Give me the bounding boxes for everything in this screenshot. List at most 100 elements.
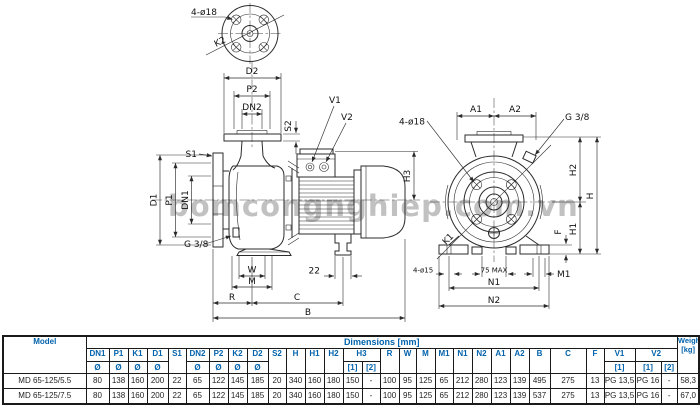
value-cell: 100 <box>379 388 400 404</box>
v1-label: V1 <box>329 96 341 106</box>
header-cell: H3 <box>342 348 381 362</box>
value-cell: PG 16 <box>634 373 662 389</box>
header-sub-cell: Ø <box>85 361 110 374</box>
header-cell: H1 <box>304 348 325 374</box>
header-cell: A2 <box>509 348 530 374</box>
value-cell: 145 <box>227 373 248 389</box>
value-cell: 65 <box>434 373 454 389</box>
value-cell: 160 <box>127 388 148 404</box>
value-cell: 275 <box>549 373 587 389</box>
table-row: MD 65-125/7.5 80 138 160 200 22 65 122 1… <box>2 388 700 404</box>
front-holes15-label: 4-ø15 <box>413 267 433 275</box>
value-cell: 495 <box>528 373 551 389</box>
dimensions-header: Dimensions [mm] <box>85 335 678 349</box>
technical-drawing: 4-ø18 K2 bomcongnghiep.com.vn G 3/8 <box>150 3 601 322</box>
header-cell: P2 <box>208 348 229 362</box>
header-cell: V1 <box>603 348 636 362</box>
f-label: F <box>554 229 564 234</box>
header-sub-cell: Ø <box>108 361 129 374</box>
value-cell: - <box>361 388 381 404</box>
g38-label-front: G 3/8 <box>565 113 590 123</box>
value-cell: PG 13,5 <box>603 388 636 404</box>
d2-label: D2 <box>246 67 259 77</box>
value-cell: 80 <box>85 373 110 389</box>
header-cell: H2 <box>323 348 344 374</box>
header-cell: S1 <box>167 348 187 374</box>
header-sub-cell: Ø <box>146 361 169 374</box>
header-sub-cell: Ø <box>246 361 269 374</box>
value-cell: 139 <box>509 373 530 389</box>
value-cell: 160 <box>304 373 325 389</box>
value-cell: 160 <box>304 388 325 404</box>
value-cell: 139 <box>509 388 530 404</box>
header-cell: H <box>285 348 306 374</box>
header-sub-cell: [2] <box>660 361 678 374</box>
n1-label: N1 <box>488 278 500 288</box>
pump-side-view: G 3/8 D1 P1 DN1 S1 <box>150 62 420 322</box>
header-cell: M1 <box>434 348 454 374</box>
h-label: H <box>586 193 596 200</box>
value-cell: 125 <box>415 388 436 404</box>
h3-label: H3 <box>403 170 413 183</box>
header-cell: K1 <box>127 348 148 362</box>
header-cell: V2 <box>634 348 678 362</box>
value-cell: 65 <box>434 388 454 404</box>
value-cell: PG 16 <box>634 388 662 404</box>
value-cell: 20 <box>267 373 287 389</box>
value-cell: 138 <box>108 388 129 404</box>
pump-front-view: K1 G 3/8 4-ø18 <box>399 98 601 309</box>
header-sub-cell: [2] <box>361 361 381 374</box>
flange-holes-label: 4-ø18 <box>191 8 217 18</box>
value-cell: 138 <box>108 373 129 389</box>
value-cell: 212 <box>452 388 473 404</box>
flange-detail-view: 4-ø18 K2 <box>191 3 285 64</box>
header-cell: D2 <box>246 348 269 362</box>
table-row: MD 65-125/5.5 80 138 160 200 22 65 122 1… <box>2 373 700 389</box>
weight-header-line2: [kg] <box>681 344 696 354</box>
dim-22-label: 22 <box>309 267 320 277</box>
header-cell: S2 <box>267 348 287 374</box>
header-cell: D1 <box>146 348 169 362</box>
header-sub-cell: Ø <box>227 361 248 374</box>
value-cell: 20 <box>267 388 287 404</box>
model-cell: MD 65-125/5.5 <box>2 373 87 389</box>
value-cell: 13 <box>585 373 605 389</box>
max75-label: 75 MAX <box>481 267 508 275</box>
header-cell: F <box>585 348 605 374</box>
dn1-label: DN1 <box>181 190 191 209</box>
value-cell: 95 <box>398 373 417 389</box>
value-cell: 150 <box>342 373 363 389</box>
value-cell: 13 <box>585 388 605 404</box>
value-cell: 160 <box>127 373 148 389</box>
header-cell: C <box>549 348 587 374</box>
value-cell: 537 <box>528 388 551 404</box>
r-label: R <box>229 293 235 303</box>
header-cell: DN1 <box>85 348 110 362</box>
header-cell: P1 <box>108 348 129 362</box>
value-cell: 123 <box>490 373 511 389</box>
value-cell: 22 <box>167 373 187 389</box>
n2-label: N2 <box>488 296 500 306</box>
header-sub-cell: [1] <box>603 361 636 374</box>
v2-label: V2 <box>341 113 353 123</box>
value-cell: 185 <box>246 388 269 404</box>
header-sub-cell: Ø <box>208 361 229 374</box>
value-cell: 200 <box>146 373 169 389</box>
header-sub-cell: [1] <box>342 361 363 374</box>
s2-label: S2 <box>284 120 294 131</box>
header-cell: N2 <box>471 348 492 374</box>
value-cell: 180 <box>323 388 344 404</box>
weight-cell: 58,3 <box>676 373 700 389</box>
a1-label: A1 <box>470 105 482 115</box>
weight-header-line1: Weight <box>677 336 698 345</box>
value-cell: - <box>660 373 678 389</box>
h1-label: H1 <box>569 223 579 236</box>
value-cell: 212 <box>452 373 473 389</box>
value-cell: 65 <box>185 388 210 404</box>
a2-label: A2 <box>509 105 521 115</box>
value-cell: - <box>660 388 678 404</box>
value-cell: 80 <box>85 388 110 404</box>
c-label: C <box>294 293 300 303</box>
s1-label: S1 <box>186 150 197 160</box>
